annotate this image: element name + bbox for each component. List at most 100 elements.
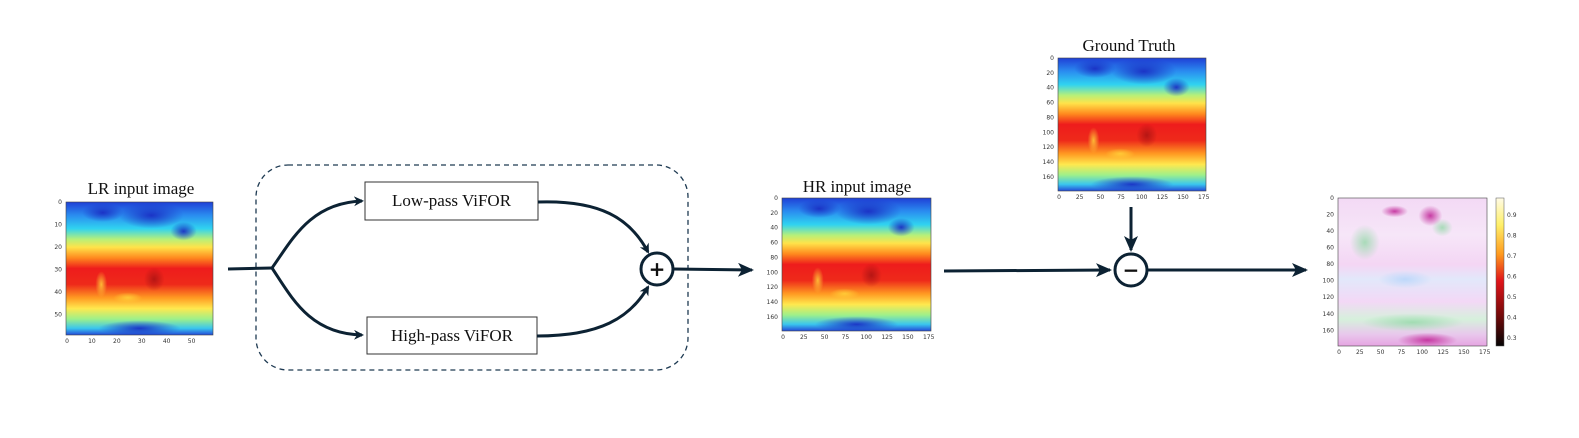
- tick-label: 175: [1198, 194, 1210, 201]
- tick-label: 0: [1057, 194, 1061, 201]
- tick-label: 25: [1356, 349, 1364, 356]
- hr-heatmap-frame: [781, 197, 932, 332]
- split-arrow-high: [270, 267, 364, 340]
- tick-label: 60: [1046, 100, 1054, 107]
- tick-label: 20: [1046, 70, 1054, 77]
- tick-label: 125: [1437, 349, 1449, 356]
- high-pass-label: High-pass ViFOR: [391, 326, 514, 345]
- low-pass-label: Low-pass ViFOR: [392, 191, 512, 210]
- tick-label: 0: [781, 334, 785, 341]
- ground-truth-heatmap: [1058, 58, 1206, 191]
- low-pass-to-adder-arrow: [537, 200, 650, 254]
- tick-label: 140: [1043, 159, 1055, 166]
- tick-label: 80: [770, 254, 778, 261]
- tick-label: 140: [767, 299, 779, 306]
- tick-label: 100: [1417, 349, 1429, 356]
- tick-label: 75: [1117, 194, 1125, 201]
- tick-label: 80: [1326, 261, 1334, 268]
- tick-label: 75: [842, 334, 850, 341]
- tick-label: 0: [774, 195, 778, 202]
- colorbar-tick-label: 0.8: [1507, 233, 1517, 240]
- add-operator: +: [639, 251, 675, 287]
- tick-label: 100: [1136, 194, 1148, 201]
- error-x-ticks: 0 25 50 75 100 125 150 175: [1337, 349, 1490, 356]
- tick-label: 80: [1046, 114, 1054, 121]
- tick-label: 0: [58, 199, 62, 206]
- tick-label: 160: [767, 314, 779, 321]
- tick-label: 0: [1330, 195, 1334, 202]
- lr-heatmap: [66, 202, 213, 335]
- high-pass-box: [366, 316, 538, 355]
- tick-label: 150: [1458, 349, 1470, 356]
- tick-label: 20: [1326, 212, 1334, 219]
- tick-label: 30: [138, 338, 146, 345]
- hr-x-ticks: 0 25 50 75 100 125 150 175: [781, 334, 934, 341]
- tick-label: 175: [923, 334, 935, 341]
- tick-label: 160: [1323, 327, 1335, 334]
- tick-label: 50: [54, 312, 62, 319]
- tick-label: 10: [54, 222, 62, 229]
- tick-label: 50: [188, 338, 196, 345]
- tick-label: 100: [767, 269, 779, 276]
- tick-label: 120: [1323, 294, 1335, 301]
- ground-truth-title: Ground Truth: [1082, 36, 1176, 55]
- subtract-symbol: −: [1123, 258, 1140, 282]
- tick-label: 40: [54, 289, 62, 296]
- low-pass-box: [364, 181, 539, 221]
- hr-input-title: HR input image: [803, 177, 912, 196]
- low-pass-vifor-block: Low-pass ViFOR: [364, 181, 539, 221]
- tick-label: 40: [163, 338, 171, 345]
- lr-output-line: [227, 266, 273, 271]
- hr-heatmap: [782, 198, 931, 331]
- lr-input-panel: LR input image 0 10 20 30 40 50 0 10 20 30 40 50: [54, 179, 214, 345]
- error-heatmap: [1338, 198, 1487, 346]
- lr-y-ticks: 0 10 20 30 40 50: [54, 199, 62, 319]
- tick-label: 120: [767, 284, 779, 291]
- tick-label: 60: [770, 240, 778, 247]
- tick-label: 25: [800, 334, 808, 341]
- tick-label: 50: [1377, 349, 1385, 356]
- error-heatmap-frame: [1337, 197, 1488, 347]
- colorbar-tick-label: 0.4: [1507, 315, 1517, 322]
- tick-label: 20: [113, 338, 121, 345]
- tick-label: 75: [1398, 349, 1406, 356]
- tick-label: 40: [1046, 85, 1054, 92]
- lr-input-title: LR input image: [88, 179, 195, 198]
- colorbar-tick-label: 0.6: [1507, 274, 1517, 281]
- tick-label: 100: [861, 334, 873, 341]
- tick-label: 100: [1323, 278, 1335, 285]
- tick-label: 160: [1043, 174, 1055, 181]
- colorbar-tick-label: 0.9: [1507, 212, 1517, 219]
- tick-label: 25: [1076, 194, 1084, 201]
- tick-label: 120: [1043, 144, 1055, 151]
- adder-to-hr-arrow: [672, 262, 754, 277]
- tick-label: 125: [881, 334, 893, 341]
- tick-label: 50: [1097, 194, 1105, 201]
- tick-label: 20: [770, 210, 778, 217]
- tick-label: 40: [1326, 228, 1334, 235]
- ground-truth-panel: Ground Truth 0 20 40 60 80 100 120 140 160 0 25 50…: [1043, 36, 1210, 201]
- tick-label: 0: [65, 338, 69, 345]
- tick-label: 175: [1479, 349, 1491, 356]
- colorbar-tick-label: 0.7: [1507, 253, 1517, 260]
- subtract-operator: −: [1113, 252, 1149, 288]
- tick-label: 150: [902, 334, 914, 341]
- gt-x-ticks: 0 25 50 75 100 125 150 175: [1057, 194, 1210, 201]
- tick-label: 0: [1337, 349, 1341, 356]
- tick-label: 150: [1177, 194, 1189, 201]
- tick-label: 20: [54, 244, 62, 251]
- hr-to-subtract-arrow: [943, 263, 1112, 278]
- ground-truth-heatmap-frame: [1057, 57, 1207, 192]
- split-arrow-low: [270, 196, 364, 269]
- high-pass-vifor-block: High-pass ViFOR: [366, 316, 538, 355]
- tick-label: 125: [1157, 194, 1169, 201]
- lr-heatmap-frame: [65, 201, 214, 336]
- tick-label: 30: [54, 267, 62, 274]
- tick-label: 50: [821, 334, 829, 341]
- tick-label: 10: [88, 338, 96, 345]
